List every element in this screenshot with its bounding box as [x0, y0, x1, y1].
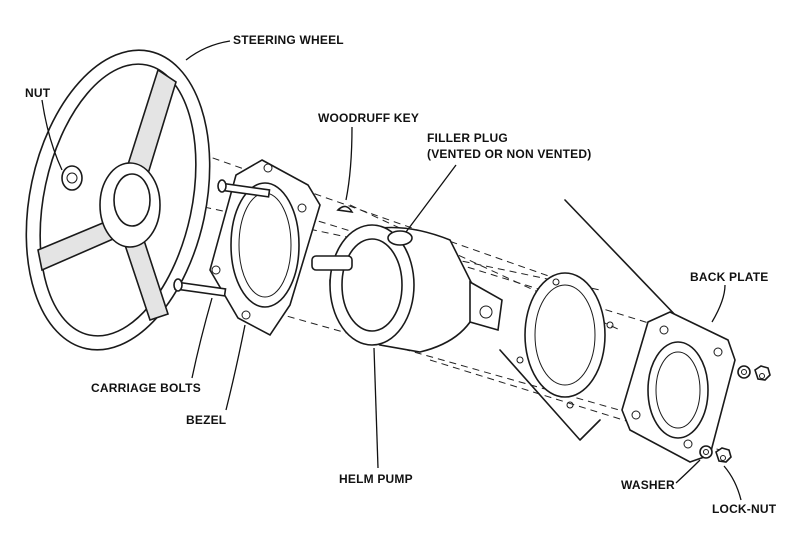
leader-lines — [41, 40, 742, 501]
carriage-bolts — [173, 179, 271, 297]
woodruff-key — [336, 205, 354, 214]
dashboard-panel — [499, 199, 681, 441]
label-lock-nut: LOCK-NUT — [712, 502, 777, 516]
helm-pump — [311, 224, 503, 353]
label-carriage-bolts: CARRIAGE BOLTS — [91, 381, 201, 395]
label-filler-plug-note: (VENTED OR NON VENTED) — [427, 147, 591, 161]
label-bezel: BEZEL — [186, 413, 226, 427]
back-plate — [621, 311, 736, 463]
label-steering-wheel: STEERING WHEEL — [233, 33, 344, 47]
washers — [699, 365, 751, 459]
bezel — [209, 159, 321, 337]
label-filler-plug: FILLER PLUG — [427, 131, 508, 145]
label-back-plate: BACK PLATE — [690, 270, 768, 284]
lock-nuts — [715, 365, 771, 463]
label-washer: WASHER — [621, 478, 675, 492]
label-helm-pump: HELM PUMP — [339, 472, 413, 486]
label-woodruff-key: WOODRUFF KEY — [318, 111, 419, 125]
steering-wheel — [25, 49, 211, 351]
label-nut: NUT — [25, 86, 51, 100]
labels: STEERING WHEEL NUT WOODRUFF KEY FILLER P… — [25, 33, 777, 516]
